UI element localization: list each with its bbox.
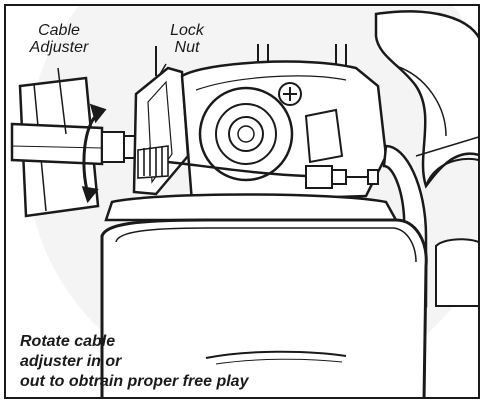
instruction-caption: Rotate cable adjuster in or out to obtra…: [20, 332, 248, 392]
caption-line: out to obtrain proper free play: [20, 373, 249, 390]
caption-line: adjuster in or: [20, 353, 122, 370]
lower-tank: [100, 218, 428, 397]
caption-line: Rotate cable: [20, 333, 116, 350]
cable-spring: [137, 145, 169, 179]
phillips-screw: [278, 82, 302, 106]
diagram-frame: Cable Adjuster Lock Nut Rotate cable adj…: [4, 4, 480, 399]
rotation-arrow: [81, 103, 107, 204]
lock-nut-label: Lock Nut: [164, 22, 210, 56]
carburetor-illustration: [10, 6, 478, 397]
linkage-arm: [304, 108, 344, 164]
cable-adjuster-label-line: Adjuster: [29, 39, 89, 56]
lock-nut-label-line: Lock: [170, 22, 204, 39]
mounting-flange: [104, 193, 399, 222]
cable-end-fitting: [305, 165, 379, 189]
throttle-cable: [167, 160, 307, 178]
throttle-pulley: [198, 86, 294, 182]
cable-adjuster: [10, 122, 137, 166]
lock-nut-label-line: Nut: [174, 39, 200, 56]
cable-adjuster-leader: [57, 67, 67, 135]
cable-adjuster-label: Cable Adjuster: [20, 22, 98, 56]
cable-adjuster-label-line: Cable: [38, 22, 80, 39]
